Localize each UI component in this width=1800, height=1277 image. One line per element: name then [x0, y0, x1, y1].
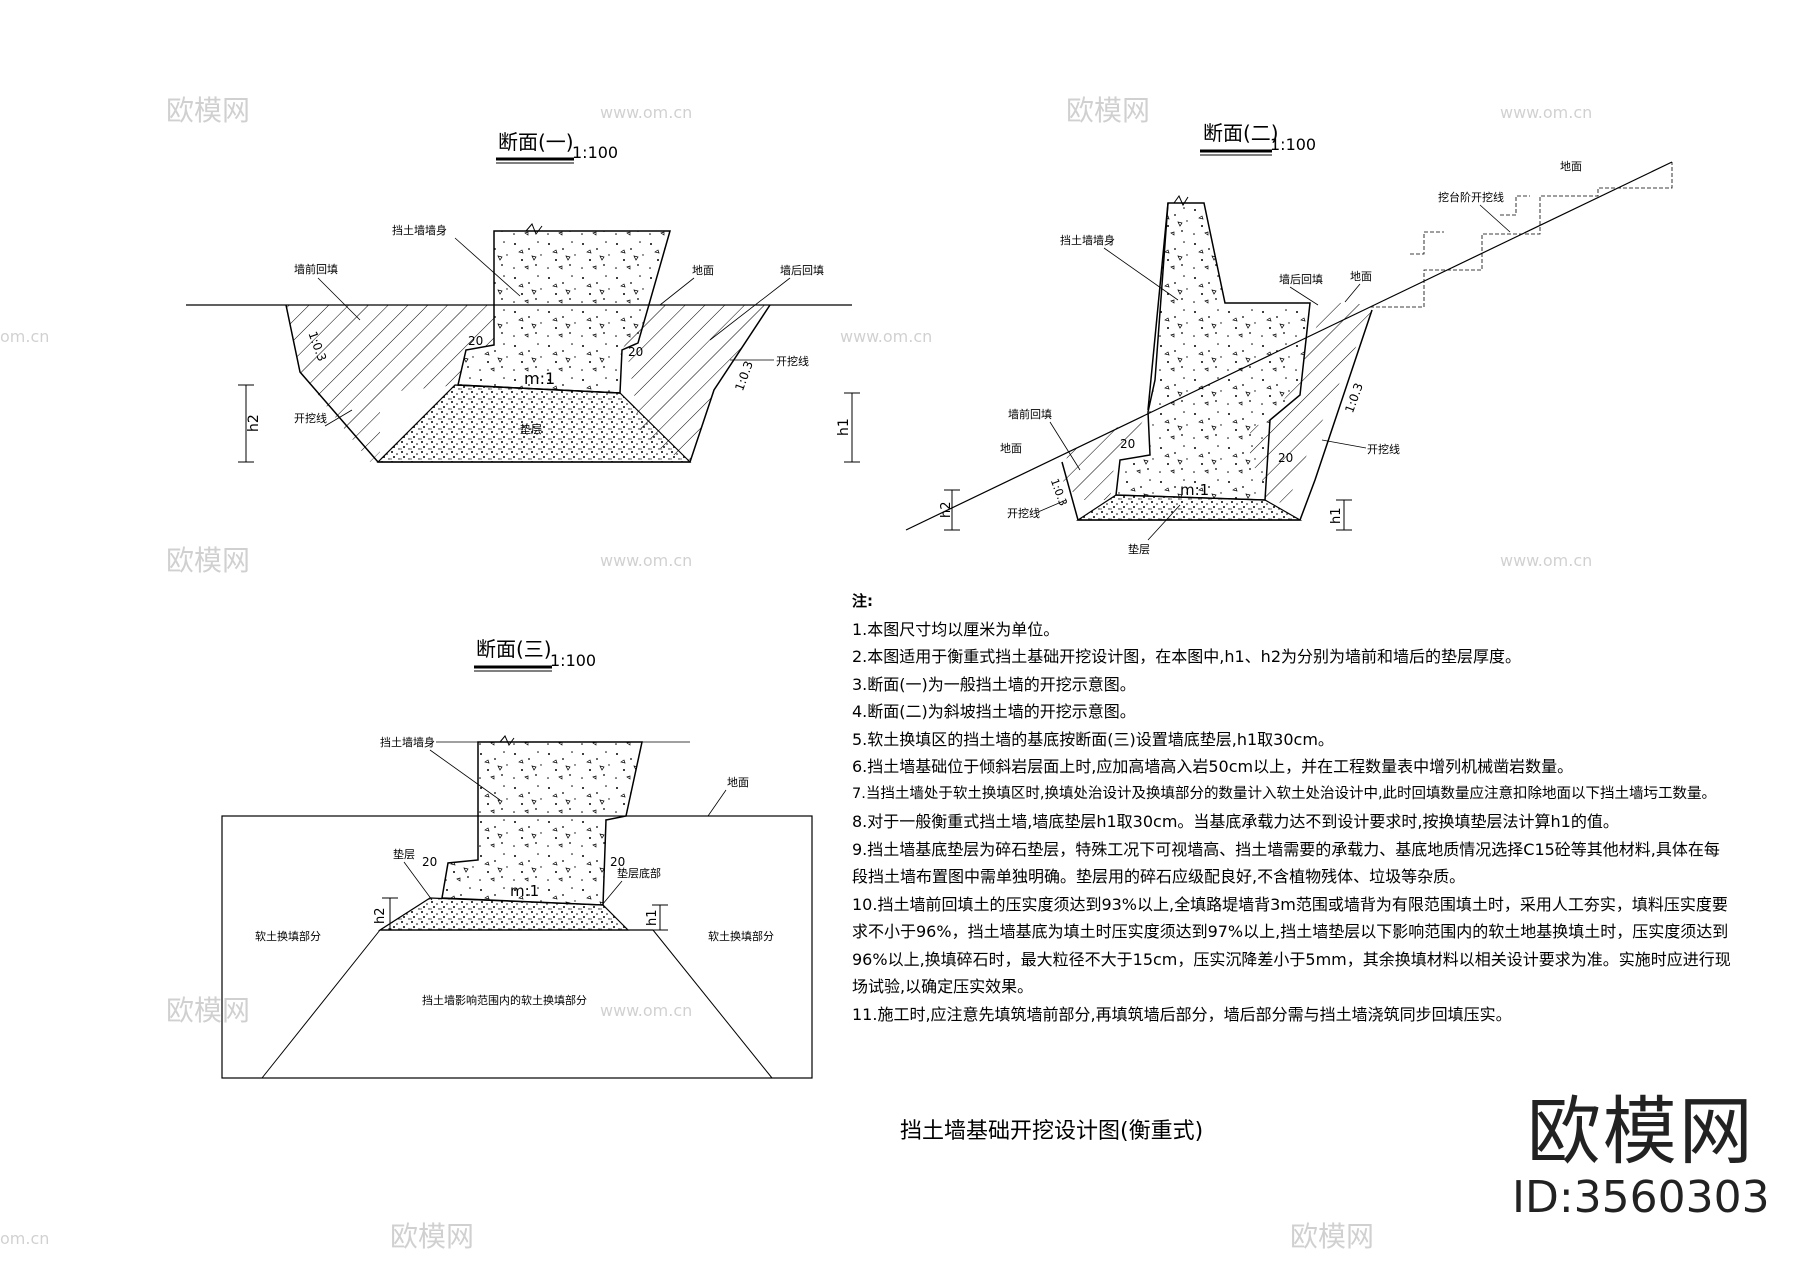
s2-h2: h2 — [939, 501, 954, 518]
s2-cushion-label: 垫层 — [1128, 542, 1150, 556]
s1-wall-body-label: 挡土墙墙身 — [392, 223, 447, 237]
s2-excavation-right-label: 开挖线 — [1367, 442, 1400, 456]
s1-cushion-label: 垫层 — [520, 422, 542, 436]
s3-ratio: m:1 — [510, 882, 539, 900]
watermark-logo: 欧模网 ID:3560303 — [1512, 1092, 1770, 1224]
section-1-title: 断面(一) — [498, 130, 574, 154]
watermark-logo-1: 欧模网 — [166, 94, 250, 127]
s1-dim-left: 20 — [468, 334, 483, 348]
watermark-layer: 欧模网 www.om.cn 欧模网 www.om.cn om.cn www.om… — [0, 94, 1592, 1253]
s3-dim-left: 20 — [422, 855, 437, 869]
s2-step-label: 挖台阶开挖线 — [1438, 190, 1504, 204]
section-2-title: 断面(二) — [1203, 121, 1279, 145]
watermark-site-5: www.om.cn — [600, 551, 692, 570]
logo-text: 欧模网 — [1526, 1089, 1755, 1175]
watermark-site-6: www.om.cn — [1500, 551, 1592, 570]
watermark-site-1: www.om.cn — [600, 103, 692, 122]
s3-wall-body-label: 挡土墙墙身 — [380, 735, 435, 749]
section-3-scale: 1:100 — [550, 651, 596, 670]
note-item: 5.软土换填区的挡土墙的基底按断面(三)设置墙底垫层,h1取30cm。 — [852, 729, 1334, 749]
s2-dim-right: 20 — [1278, 451, 1293, 465]
watermark-logo-3: 欧模网 — [166, 544, 250, 577]
s3-soft-left-label: 软土换填部分 — [255, 929, 321, 943]
s2-front-fill-hatch — [1062, 412, 1148, 500]
s1-excavation-left-label: 开挖线 — [294, 411, 327, 425]
s2-front-fill-label: 墙前回填 — [1008, 407, 1052, 421]
watermark-logo-2: 欧模网 — [1066, 94, 1150, 127]
s3-ground-label: 地面 — [727, 776, 749, 789]
watermark-logo-4: 欧模网 — [166, 994, 250, 1027]
watermark-logo-6: 欧模网 — [1290, 1220, 1374, 1253]
s3-h1: h1 — [645, 909, 660, 926]
s2-back-fill-label: 墙后回填 — [1279, 272, 1323, 286]
front-fill-hatch — [286, 305, 494, 462]
s2-ground-left-label: 地面 — [1000, 442, 1022, 455]
section-2-scale: 1:100 — [1270, 135, 1316, 154]
logo-id: ID:3560303 — [1512, 1172, 1770, 1223]
watermark-site-3: om.cn — [0, 327, 49, 346]
section-3-title: 断面(三) — [476, 637, 552, 661]
s2-excavation-left-label: 开挖线 — [1007, 506, 1040, 520]
section-3: 断面(三) 1:100 挡土墙墙身 地面 垫层 垫层底部 软土换填部分 软土换填… — [221, 637, 813, 1079]
watermark-site-7: www.om.cn — [600, 1001, 692, 1020]
note-item: 4.断面(二)为斜坡挡土墙的开挖示意图。 — [852, 702, 1136, 721]
s3-dim-right: 20 — [610, 855, 625, 869]
s2-dim-left: 20 — [1120, 437, 1135, 451]
s1-front-fill-label: 墙前回填 — [294, 262, 338, 276]
s1-h1: h1 — [836, 418, 852, 436]
note-item: 10.挡土墙前回填土的压实度须达到93%以上,全填路堤墙背3m范围或墙背为有限范… — [852, 894, 1731, 997]
note-item: 8.对于一般衡重式挡土墙,墙底垫层h1取30cm。当基底承载力达不到设计要求时,… — [852, 812, 1619, 831]
s3-wall-body — [441, 741, 643, 906]
main-title: 挡土墙基础开挖设计图(衡重式) — [900, 1119, 1204, 1144]
s3-soft-right-label: 软土换填部分 — [708, 929, 774, 943]
watermark-logo-5: 欧模网 — [390, 1220, 474, 1253]
s3-h2: h2 — [373, 907, 388, 924]
note-item: 11.施工时,应注意先填筑墙前部分,再填筑墙后部分，墙后部分需与挡土墙浇筑同步回… — [852, 1004, 1512, 1024]
note-item: 9.挡土墙基底垫层为碎石垫层，特殊工况下可视墙高、挡土墙需要的承载力、基底地质情… — [852, 839, 1720, 887]
note-item: 6.挡土墙基础位于倾斜岩层面上时,应加高墙高入岩50cm以上，并在工程数量表中增… — [852, 757, 1574, 776]
s2-wall-body — [1115, 202, 1311, 501]
note-item: 1.本图尺寸均以厘米为单位。 — [852, 619, 1060, 639]
s1-excavation-right-label: 开挖线 — [776, 354, 809, 368]
note-item: 2.本图适用于衡重式挡土基础开挖设计图，在本图中,h1、h2为分别为墙前和墙后的… — [852, 647, 1521, 666]
s3-cushion-bottom-label: 垫层底部 — [617, 866, 661, 880]
s2-h1: h1 — [1329, 507, 1344, 524]
note-item: 7.当挡土墙处于软土换填区时,换填处治设计及换填部分的数量计入软土处治设计中,此… — [852, 785, 1717, 802]
s2-ground-top-label: 地面 — [1560, 160, 1582, 173]
s1-dim-right: 20 — [628, 345, 643, 359]
note-item: 3.断面(一)为一般挡土墙的开挖示意图。 — [852, 674, 1136, 694]
s3-influence-label: 挡土墙影响范围内的软土换填部分 — [422, 993, 587, 1007]
back-fill-hatch — [622, 305, 770, 462]
watermark-site-2: www.om.cn — [1500, 103, 1592, 122]
s1-ratio: m:1 — [524, 369, 555, 388]
s1-slope-right: 1:0.3 — [732, 359, 756, 393]
s1-ground-label: 地面 — [692, 264, 714, 277]
s2-back-fill-hatch — [1250, 302, 1375, 505]
s1-back-fill-label: 墙后回填 — [780, 263, 824, 277]
section-2: 断面(二) 1:100 挡土墙墙身 地面 挖台阶开挖线 墙后回填 地面 墙前回填… — [905, 121, 1673, 556]
s2-wall-body-label: 挡土墙墙身 — [1060, 233, 1115, 247]
watermark-site-4: www.om.cn — [840, 327, 932, 346]
notes-block: 注: 1.本图尺寸均以厘米为单位。 2.本图适用于衡重式挡土基础开挖设计图，在本… — [852, 588, 1732, 1028]
watermark-site-8: om.cn — [0, 1229, 49, 1248]
s1-h2: h2 — [246, 414, 262, 432]
section-1-scale: 1:100 — [572, 143, 618, 162]
s3-cushion-label: 垫层 — [393, 847, 415, 861]
s2-ratio: m:1 — [1180, 481, 1209, 499]
section-1: 断面(一) 1:100 挡土墙墙身 墙前回填 地面 墙后回填 开挖线 开挖线 垫… — [186, 130, 860, 463]
s2-ground-mid-label: 地面 — [1350, 270, 1372, 283]
notes-heading: 注: — [852, 592, 873, 610]
